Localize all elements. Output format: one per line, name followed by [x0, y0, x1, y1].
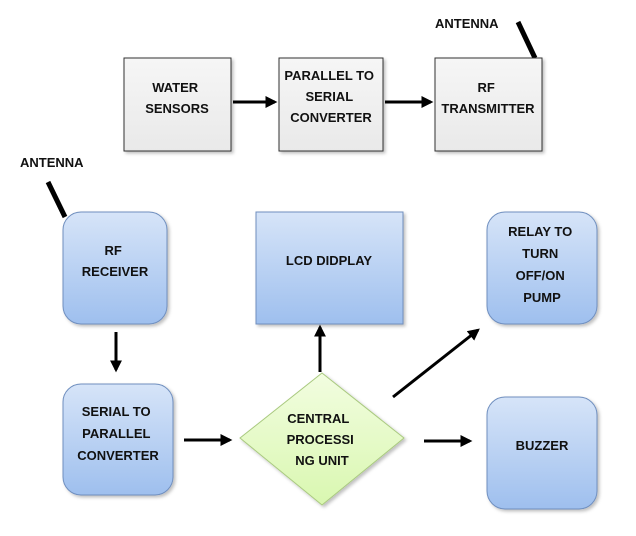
buzzer-block: BUZZER — [486, 396, 598, 510]
buzzer-label: BUZZER — [516, 438, 569, 453]
relay-label: RELAY TO TURN OFF/ON PUMP — [508, 224, 576, 305]
rf-receiver-label: RF RECEIVER — [82, 243, 149, 279]
cpu-label: CENTRAL PROCESSI NG UNIT — [287, 411, 358, 468]
parallel-to-serial-block: PARALLEL TO SERIAL CONVERTER — [278, 57, 384, 152]
cpu-block: CENTRAL PROCESSI NG UNIT — [239, 372, 405, 506]
rf-receiver-block: RF RECEIVER — [62, 211, 168, 325]
receiver-antenna-label: ANTENNA — [20, 155, 84, 170]
arrow-cpu-to-relay — [392, 328, 480, 399]
relay-block: RELAY TO TURN OFF/ON PUMP — [486, 211, 598, 325]
rf-transmitter-block: RF TRANSMITTER — [434, 57, 543, 152]
serial-to-parallel-label: SERIAL TO PARALLEL CONVERTER — [77, 404, 159, 463]
lcd-display-block: LCD DIDPLAY — [255, 211, 404, 325]
lcd-display-label: LCD DIDPLAY — [286, 253, 373, 268]
transmitter-antenna: ANTENNA — [435, 16, 538, 60]
receiver-antenna: ANTENNA — [20, 155, 84, 219]
water-sensors-block: WATER SENSORS — [123, 57, 232, 152]
transmitter-antenna-label: ANTENNA — [435, 16, 499, 31]
parallel-to-serial-label: PARALLEL TO SERIAL CONVERTER — [284, 68, 377, 125]
transmitter-antenna-icon — [515, 20, 538, 60]
connectors — [110, 96, 480, 447]
serial-to-parallel-block: SERIAL TO PARALLEL CONVERTER — [62, 383, 174, 496]
receiver-antenna-icon — [45, 180, 68, 219]
water-sensors-label: WATER SENSORS — [145, 80, 209, 116]
rf-transmitter-label: RF TRANSMITTER — [441, 80, 535, 116]
